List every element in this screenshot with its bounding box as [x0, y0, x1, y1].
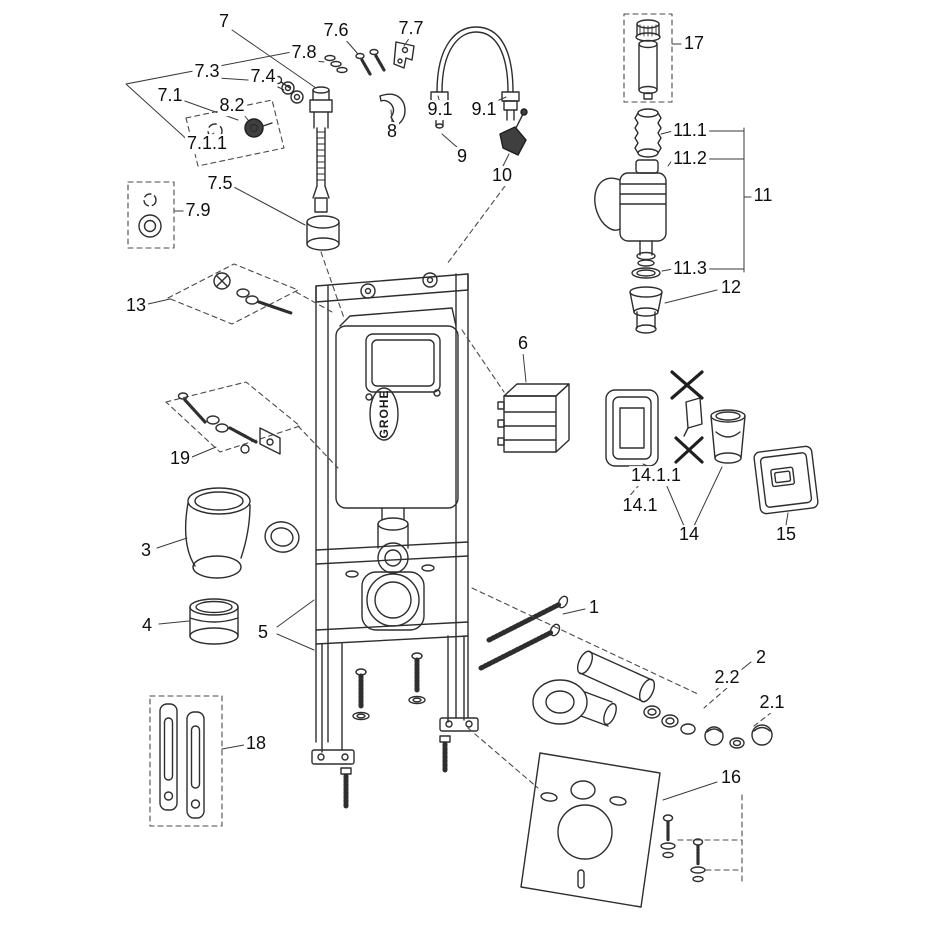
extension-sleeve — [189, 598, 239, 645]
transport-brackets — [149, 695, 223, 827]
part-label-2-1: 2.1 — [757, 692, 787, 713]
crossed-out-mark-1 — [670, 370, 704, 400]
fill-valve-assembly — [309, 86, 333, 213]
part-label-17: 17 — [681, 33, 707, 54]
fastener-set — [643, 705, 773, 749]
part-label-7-9: 7.9 — [183, 200, 213, 221]
assembly-axes — [295, 185, 773, 883]
fixing-set-side — [165, 381, 301, 455]
part-label-7-1: 7.1 — [155, 85, 185, 106]
cone-fitting — [532, 679, 617, 727]
part-label-5: 5 — [255, 622, 271, 643]
outlet-socket — [629, 286, 663, 334]
part-label-7-8: 7.8 — [289, 42, 319, 63]
mounting-claw — [379, 93, 406, 127]
part-label-14: 14 — [676, 524, 702, 545]
mounting-frame-plate — [605, 389, 659, 467]
seal-ring — [264, 521, 300, 553]
part-label-8-2: 8.2 — [217, 95, 247, 116]
part-label-11: 11 — [751, 185, 775, 206]
wall-anchor-rods — [478, 595, 569, 671]
part-label-6: 6 — [515, 333, 531, 354]
part-label-7-1-1: 7.1.1 — [184, 133, 230, 154]
part-label-7-6: 7.6 — [321, 20, 351, 41]
brand-logo: GROHE — [377, 389, 391, 438]
part-label-2: 2 — [753, 647, 769, 668]
part-label-19: 19 — [167, 448, 193, 469]
sound-insulation-set — [520, 752, 706, 908]
installation-frame: GROHE — [311, 272, 479, 809]
part-label-9-1b: 9.1 — [469, 99, 499, 120]
part-label-9-1a: 9.1 — [425, 99, 455, 120]
filler-cap — [623, 13, 673, 103]
part-label-7-4: 7.4 — [248, 66, 278, 87]
pneumatic-actuator — [497, 383, 570, 453]
part-label-7-5: 7.5 — [205, 173, 235, 194]
bellows — [634, 108, 662, 158]
crossed-out-mark-2 — [674, 436, 704, 464]
part-label-11-1: 11.1 — [671, 120, 709, 141]
part-label-7-3: 7.3 — [192, 61, 222, 82]
part-label-7-7: 7.7 — [396, 18, 426, 39]
part-label-12: 12 — [718, 277, 744, 298]
fixing-set-top — [167, 263, 299, 325]
part-label-11-2: 11.2 — [671, 148, 709, 169]
part-label-2-2: 2.2 — [712, 667, 742, 688]
part-label-14-1: 14.1 — [620, 495, 660, 516]
part-label-3: 3 — [138, 540, 154, 561]
float-cup — [306, 215, 340, 251]
flush-bend — [184, 487, 251, 579]
part-label-11-3: 11.3 — [671, 258, 709, 279]
actuation-plate — [753, 445, 819, 515]
valve-seal — [631, 259, 661, 279]
part-label-7: 7 — [216, 11, 232, 32]
part-label-9: 9 — [454, 146, 470, 167]
service-kit — [127, 181, 175, 249]
part-label-4: 4 — [139, 615, 155, 636]
part-label-15: 15 — [773, 524, 799, 545]
part-label-18: 18 — [243, 733, 269, 754]
flush-valve — [594, 159, 667, 261]
protection-cup — [710, 409, 746, 464]
part-label-13: 13 — [123, 295, 149, 316]
part-label-8: 8 — [384, 121, 400, 142]
angle-valve — [499, 108, 528, 156]
anchor-sleeve — [576, 650, 656, 703]
part-label-1: 1 — [586, 597, 602, 618]
part-label-16: 16 — [718, 767, 744, 788]
spacer-bracket — [683, 397, 703, 437]
part-label-14-1-1: 14.1.1 — [628, 465, 684, 486]
part-label-10: 10 — [489, 165, 515, 186]
